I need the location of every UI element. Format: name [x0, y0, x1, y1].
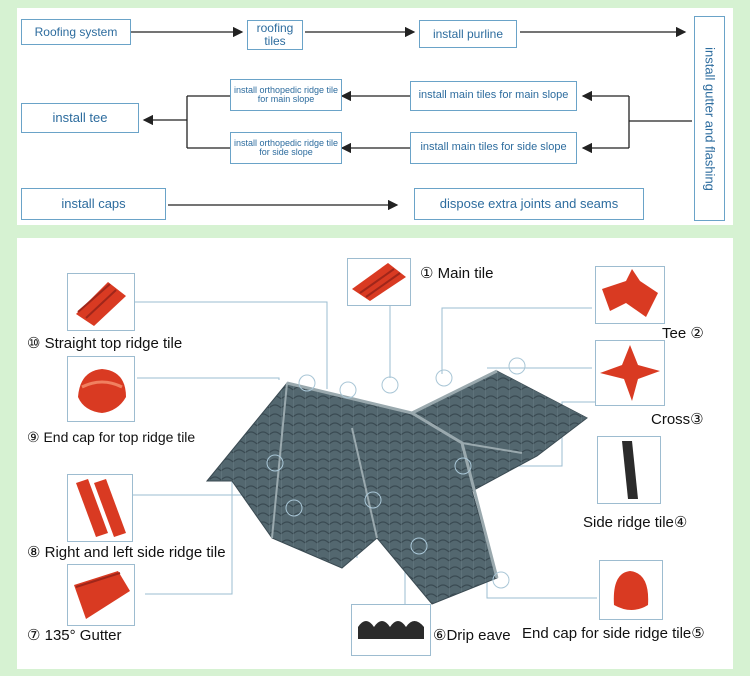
label-end-cap-top-ridge: ⑨ End cap for top ridge tile: [27, 429, 196, 445]
label-gutter: ⑦ 135° Gutter: [27, 627, 122, 644]
end-cap-side-ridge-thumb: [599, 560, 663, 620]
label-tee: Tee ②: [662, 325, 704, 342]
roof-body: [205, 369, 588, 605]
label-drip-eave: ⑥Drip eave: [433, 627, 511, 644]
label-straight-top-ridge: ⑩ Straight top ridge tile: [27, 335, 183, 352]
tee-thumb: [595, 266, 665, 324]
flow-arrows: [131, 26, 692, 211]
main-tile-thumb: [347, 258, 411, 306]
label-end-cap-side-ridge: End cap for side ridge tile⑤: [522, 625, 705, 642]
label-main-tile: ① Main tile: [420, 265, 494, 282]
side-ridge-thumb: [597, 436, 661, 504]
step-install-purline: install purline: [419, 20, 517, 48]
right-left-side-ridge-thumb: [67, 474, 133, 542]
label-side-ridge-tile: Side ridge tile④: [583, 514, 688, 531]
label-cross: Cross③: [651, 411, 704, 428]
step-main-tiles-main-slope: install main tiles for main slope: [410, 81, 577, 111]
drip-eave-thumb: [351, 604, 431, 656]
end-cap-top-ridge-thumb: [67, 356, 135, 422]
step-ridge-main-slope: install orthopedic ridge tile for main s…: [230, 79, 342, 111]
step-install-tee: install tee: [21, 103, 139, 133]
roof-parts-diagram: ① Main tile Tee ② Cross③ Side ridge tile…: [17, 238, 733, 669]
step-install-caps: install caps: [21, 188, 166, 220]
step-roofing-system: Roofing system: [21, 19, 131, 45]
roof-illustration: [132, 290, 597, 606]
step-main-tiles-side-slope: install main tiles for side slope: [410, 132, 577, 164]
step-ridge-side-slope: install orthopedic ridge tile for side s…: [230, 132, 342, 164]
label-right-left-side-ridge: ⑧ Right and left side ridge tile: [27, 544, 226, 561]
gutter-thumb: [67, 564, 135, 626]
straight-top-ridge-thumb: [67, 273, 135, 331]
installation-flowchart: Roofing system roofing tiles install pur…: [17, 8, 733, 225]
step-install-gutter-flashing: install gutter and flashing: [694, 16, 725, 221]
step-dispose-joints-seams: dispose extra joints and seams: [414, 188, 644, 220]
step-roofing-tiles: roofing tiles: [247, 20, 303, 50]
cross-thumb: [595, 340, 665, 406]
